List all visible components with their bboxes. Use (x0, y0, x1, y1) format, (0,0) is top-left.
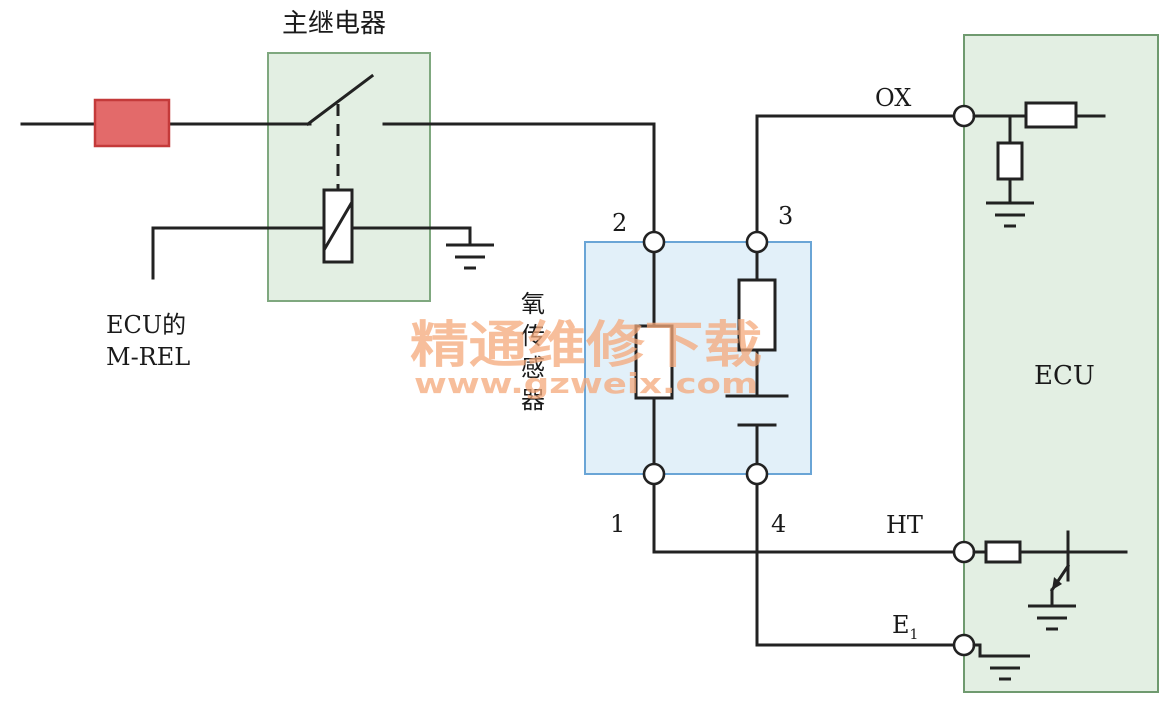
pin-2-label: 2 (612, 209, 627, 237)
main-relay-label: 主继电器 (282, 9, 386, 39)
ground-icon (980, 654, 1030, 681)
oxygen-sensor-label-1: 氧 (521, 290, 545, 318)
terminal-icon (952, 633, 976, 657)
pin-3-label: 3 (778, 202, 793, 230)
terminal-icon (642, 462, 666, 486)
watermark-url: www.gzweix.com (414, 367, 758, 400)
ecu-input-resistor-icon (1024, 101, 1078, 129)
ecu-label: ECU (1034, 361, 1095, 391)
ecu-mrel-label-line2: M-REL (106, 343, 190, 371)
oxygen-sensor-label-3: 感 (521, 354, 545, 382)
oxygen-sensor-label-2: 传 (521, 322, 545, 350)
ox-label: OX (875, 84, 911, 112)
ht-label: HT (886, 511, 923, 539)
ground-icon (986, 201, 1034, 228)
terminal-icon (745, 462, 769, 486)
oxygen-sensor-label-4: 器 (521, 386, 545, 414)
terminal-icon (952, 104, 976, 128)
pin-1-label: 1 (610, 510, 625, 538)
ecu-pulldown-resistor-icon (996, 141, 1024, 181)
main-relay-box (267, 52, 431, 302)
ground-icon (1028, 604, 1076, 631)
terminal-icon (642, 230, 666, 254)
e1-label: E1 (892, 611, 918, 643)
heater-resistor-icon (634, 324, 674, 400)
ecu-base-resistor-icon (984, 540, 1022, 564)
pin-4-label: 4 (771, 510, 786, 538)
watermark-title: 精通维修下载 (410, 316, 762, 374)
transistor-icon (1049, 530, 1128, 608)
terminal-icon (952, 540, 976, 564)
terminal-icon (745, 230, 769, 254)
ground-icon (446, 243, 494, 270)
ecu-mrel-label-line1: ECU的 (106, 311, 186, 339)
fuse-icon (93, 98, 171, 148)
ecu-box (963, 34, 1159, 693)
switch-contact-icon (305, 73, 375, 127)
